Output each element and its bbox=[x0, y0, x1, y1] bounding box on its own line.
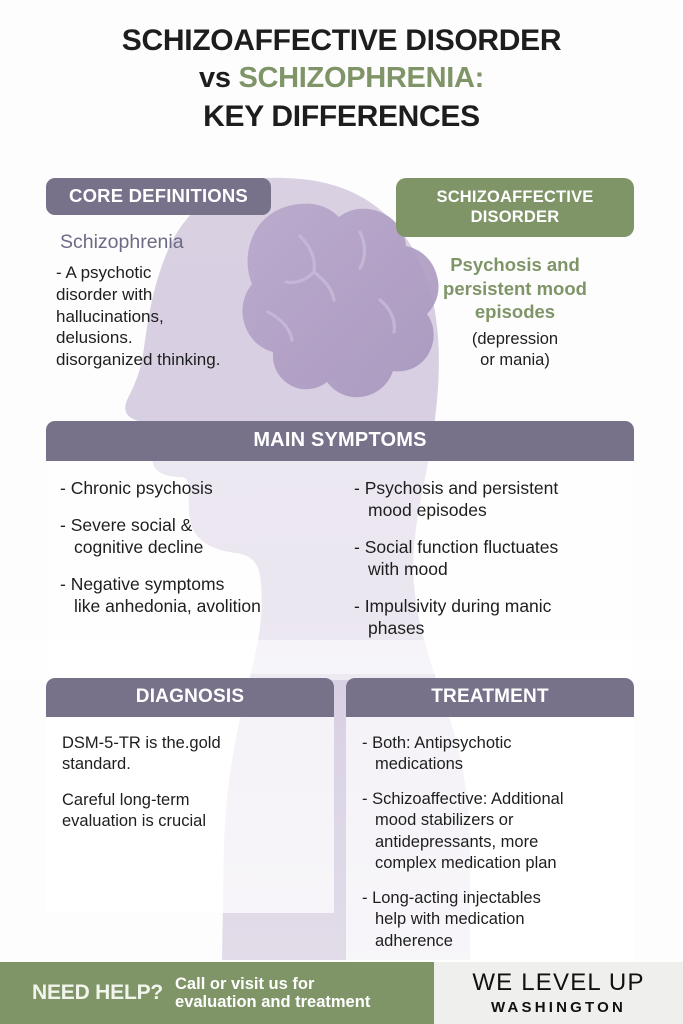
diagnosis-body: DSM-5-TR is the.gold standard. Careful l… bbox=[46, 717, 334, 913]
symptom-item: - Social function fluctuates with mood bbox=[354, 537, 559, 580]
main-symptoms-header: MAIN SYMPTOMS bbox=[46, 421, 634, 461]
brand-name: WE LEVEL UP bbox=[472, 969, 645, 996]
schizophrenia-definition-text: - A psychotic disorder with hallucinatio… bbox=[56, 263, 221, 369]
schizophrenia-subheading: Schizophrenia bbox=[60, 231, 184, 253]
schizoaffective-sub-text: (depression or mania) bbox=[471, 330, 559, 369]
title-line-3: KEY DIFFERENCES bbox=[203, 99, 480, 133]
title-line-1: SCHIZOAFFECTIVE DISORDER bbox=[121, 24, 562, 57]
treatment-header: TREATMENT bbox=[346, 678, 634, 717]
treatment-item: - Schizoaffective: Additional mood stabi… bbox=[362, 789, 564, 873]
schizoaffective-definition-section: SCHIZOAFFECTIVE DISORDER Psychosis and p… bbox=[396, 178, 634, 370]
core-definitions-section: CORE DEFINITIONS Schizophrenia - A psych… bbox=[46, 178, 331, 371]
main-symptoms-columns: - Chronic psychosis - Severe social & co… bbox=[46, 461, 634, 675]
symptoms-column-schizophrenia: - Chronic psychosis - Severe social & co… bbox=[46, 477, 340, 654]
symptom-item: - Chronic psychosis bbox=[60, 478, 213, 498]
footer-banner: NEED HELP? Call or visit us for evaluati… bbox=[0, 962, 683, 1024]
treatment-item: - Both: Antipsychotic medications bbox=[362, 734, 512, 774]
brand-logo[interactable]: WE LEVEL UP WASHINGTON bbox=[434, 962, 683, 1024]
diagnosis-paragraph: DSM-5-TR is the.gold standard. bbox=[62, 734, 221, 774]
title-accent-schizophrenia: SCHIZOPHRENIA: bbox=[238, 62, 484, 95]
diagnosis-paragraph: Careful long-term evaluation is crucial bbox=[62, 790, 206, 831]
diagnosis-header: DIAGNOSIS bbox=[46, 678, 334, 717]
page-title: SCHIZOAFFECTIVE DISORDER vs SCHIZOPHRENI… bbox=[0, 22, 683, 136]
main-symptoms-section: MAIN SYMPTOMS - Chronic psychosis - Seve… bbox=[46, 421, 634, 675]
treatment-item: - Long-acting injectables help with medi… bbox=[362, 888, 541, 950]
footer-cta[interactable]: NEED HELP? Call or visit us for evaluati… bbox=[0, 962, 434, 1024]
title-line-2: vs SCHIZOPHRENIA: bbox=[0, 60, 683, 97]
diagnosis-section: DIAGNOSIS DSM-5-TR is the.gold standard.… bbox=[46, 678, 334, 913]
symptoms-column-schizoaffective: - Psychosis and persistent mood episodes… bbox=[340, 477, 634, 654]
title-vs-prefix: vs bbox=[199, 62, 239, 95]
brand-location: WASHINGTON bbox=[490, 999, 627, 1016]
symptom-item: - Psychosis and persistent mood episodes bbox=[354, 478, 559, 521]
treatment-section: TREATMENT - Both: Antipsychotic medicati… bbox=[346, 678, 634, 983]
treatment-body: - Both: Antipsychotic medications - Schi… bbox=[346, 717, 634, 983]
footer-call-text: Call or visit us for evaluation and trea… bbox=[175, 974, 371, 1011]
need-help-label: NEED HELP? bbox=[32, 981, 164, 1004]
core-definitions-header: CORE DEFINITIONS bbox=[46, 178, 271, 215]
symptom-item: - Impulsivity during manic phases bbox=[354, 596, 552, 639]
schizoaffective-green-text: Psychosis and persistent mood episodes bbox=[443, 254, 587, 322]
symptom-item: - Severe social & cognitive decline bbox=[60, 515, 204, 558]
symptom-item: - Negative symptoms like anhedonia, avol… bbox=[60, 574, 261, 617]
schizoaffective-disorder-header: SCHIZOAFFECTIVE DISORDER bbox=[396, 178, 634, 238]
